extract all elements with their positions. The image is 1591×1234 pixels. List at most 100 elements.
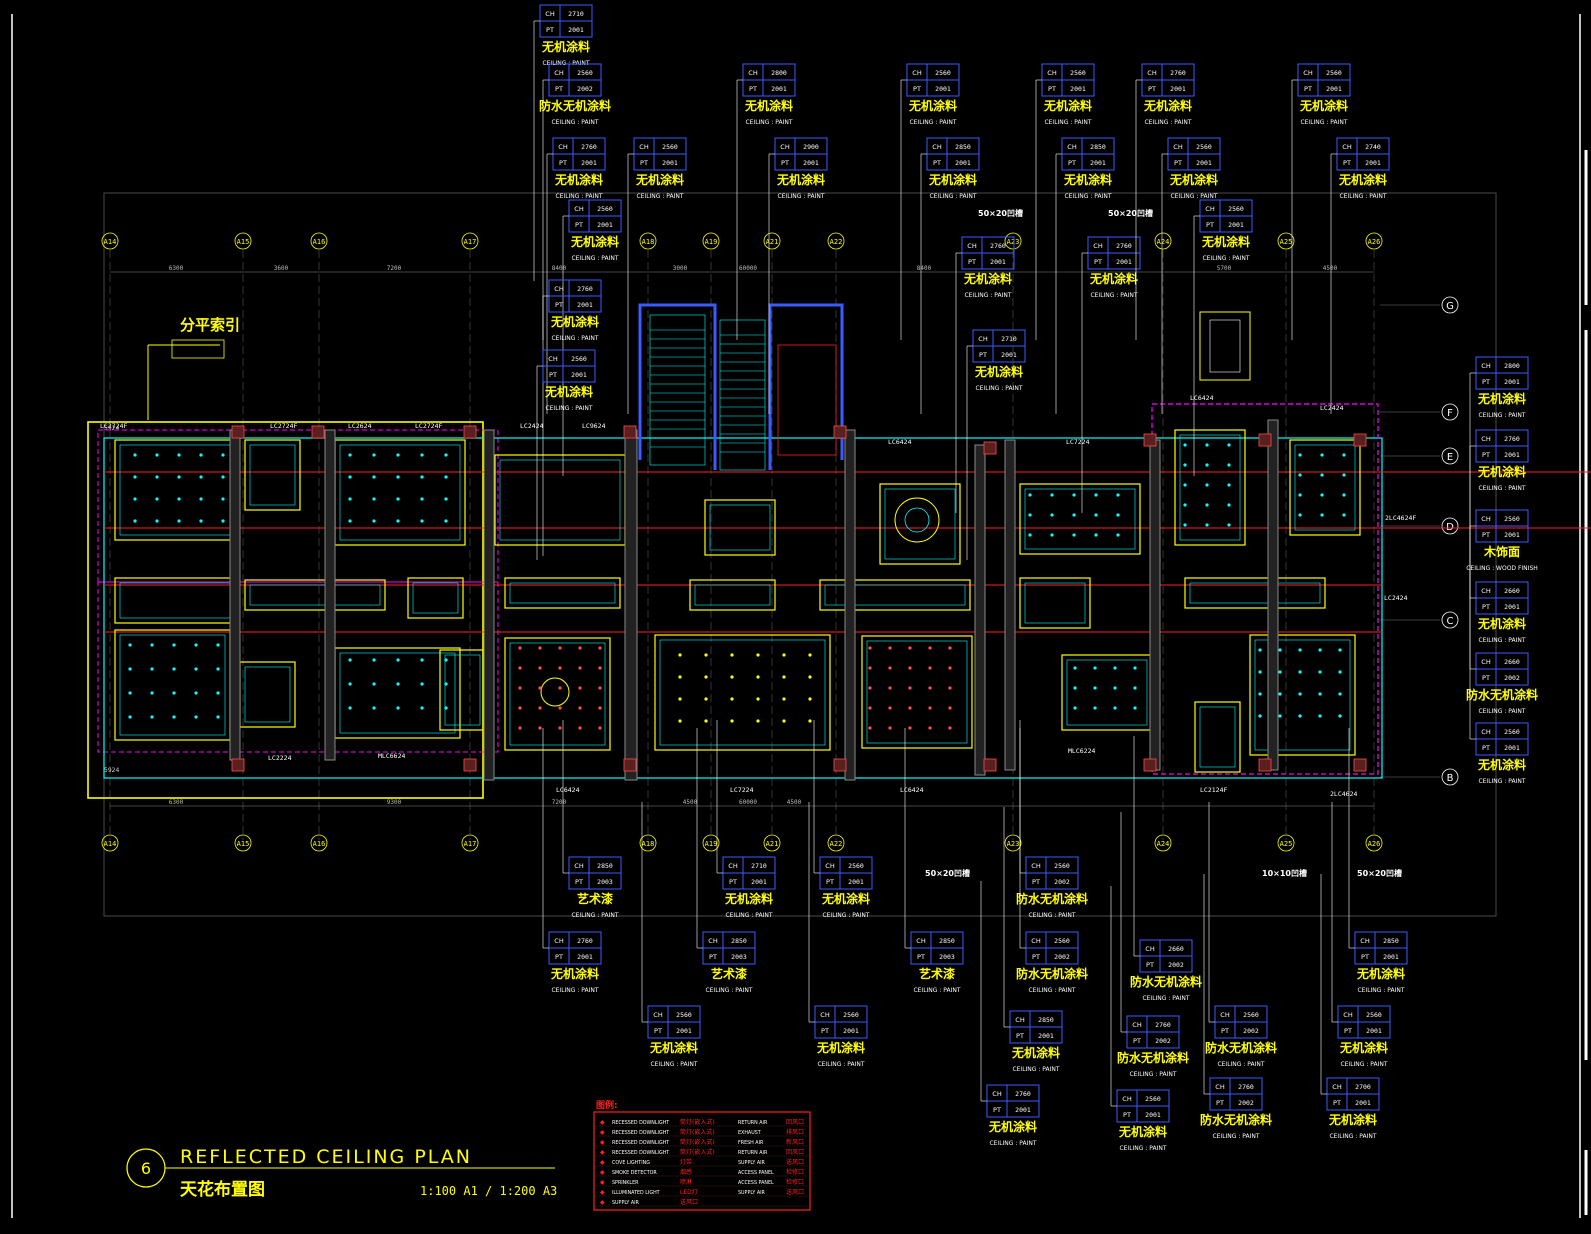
ceiling-zone [244,439,301,511]
ceiling-inner [249,444,296,506]
column [833,425,847,439]
tag-pt-label: PT [968,258,976,266]
downlight [128,691,132,695]
downlight [1072,533,1076,537]
tag-material-en: CEILING : WOOD FINISH [1466,565,1538,572]
downlight [704,697,708,701]
tag-material-cn: 无机涂料 [1143,98,1192,113]
tag-pt-value: 2001 [848,878,864,886]
ceiling-zone [1019,483,1141,555]
tag-pt-value: 2001 [1228,221,1244,229]
downlight [396,706,400,710]
tag-pt-value: 2001 [1326,85,1342,93]
tag-ch-label: CH [1215,1083,1225,1091]
downlight [888,646,892,650]
grid-label-row: E [1447,452,1453,463]
tag-ch-value: 2760 [1155,1021,1171,1029]
downlight [172,643,176,647]
tag-pt-label: PT [826,878,834,886]
tag-material-cn: 无机涂料 [1339,1040,1388,1055]
downlight [704,653,708,657]
legend-item-en: RECESSED DOWNLIGHT [612,1130,669,1136]
downlight [1338,670,1342,674]
tag-ch-value: 2760 [990,242,1006,250]
tag-pt-value: 2002 [1238,1099,1254,1107]
downlight [1278,648,1282,652]
downlight [1205,503,1209,507]
tag-material-en: CEILING : PAINT [551,119,598,126]
legend-item-cn: 喷淋 [680,1178,692,1186]
downlight [348,682,352,686]
grid-bubble [1441,517,1459,535]
downlight [133,519,137,523]
downlight [348,519,352,523]
tag-pt-value: 2001 [1001,351,1017,359]
drawing-title-en: REFLECTED CEILING PLAN [180,1146,472,1168]
tag-ch-label: CH [1481,587,1491,595]
downlight [868,706,872,710]
downlight [1227,463,1231,467]
downlight [128,667,132,671]
downlight [598,666,602,670]
groove-note: 50×20凹槽 [1357,868,1402,878]
lighting-code: LC6424 [556,786,580,794]
tag-material-en: CEILING : PAINT [705,987,752,994]
downlight [888,726,892,730]
downlight [172,667,176,671]
wall [1004,439,1016,771]
tag-ch-value: 2560 [1070,69,1086,77]
legend-symbol: ◆ [600,1139,605,1146]
downlight [1028,533,1032,537]
tag-pt-label: PT [559,159,567,167]
downlight [1050,533,1054,537]
downlight [372,475,376,479]
downlight [558,706,562,710]
tag-pt-label: PT [1216,1099,1224,1107]
downlight [177,519,181,523]
lighting-code: LC2424 [520,422,544,430]
grid-label-bottom: A18 [642,840,655,848]
tag-ch-value: 2560 [597,205,613,213]
downlight [1298,453,1302,457]
downlight [730,697,734,701]
tag-ch-label: CH [1147,69,1157,77]
tag-material-en: CEILING : PAINT [1340,1061,1387,1068]
groove-note: 50×20凹槽 [925,868,970,878]
downlight [1116,533,1120,537]
tag-ch-label: CH [1047,69,1057,77]
downlight [1028,493,1032,497]
tag-ch-value: 2760 [577,937,593,945]
tag-ch-label: CH [1332,1083,1342,1091]
downlight [128,643,132,647]
tag-ch-label: CH [558,143,568,151]
tag-material-en: CEILING : PAINT [1478,637,1525,644]
downlight [420,475,424,479]
chandelier [894,497,940,543]
tag-material-en: CEILING : PAINT [989,1140,1036,1147]
grid-label-bottom: A25 [1280,840,1293,848]
tag-ch-value: 2850 [939,937,955,945]
downlight [888,666,892,670]
downlight [756,697,760,701]
grid-bubble [827,834,845,852]
tag-ch-value: 2700 [1355,1083,1371,1091]
tag-material-en: CEILING : PAINT [1129,1071,1176,1078]
downlight [348,658,352,662]
dimension-top: 3000 [673,265,688,272]
tag-pt-value: 2001 [990,258,1006,266]
tag-pt-value: 2001 [1038,1032,1054,1040]
tag-material-cn: 无机涂料 [988,1119,1037,1134]
tag-material-cn: 防水无机涂料 [1016,966,1088,981]
legend-item-en: FRESH AIR [738,1140,764,1146]
tag-ch-label: CH [1015,1016,1025,1024]
downlight [194,715,198,719]
column [1353,758,1367,772]
downlight [372,453,376,457]
downlight [1338,648,1342,652]
